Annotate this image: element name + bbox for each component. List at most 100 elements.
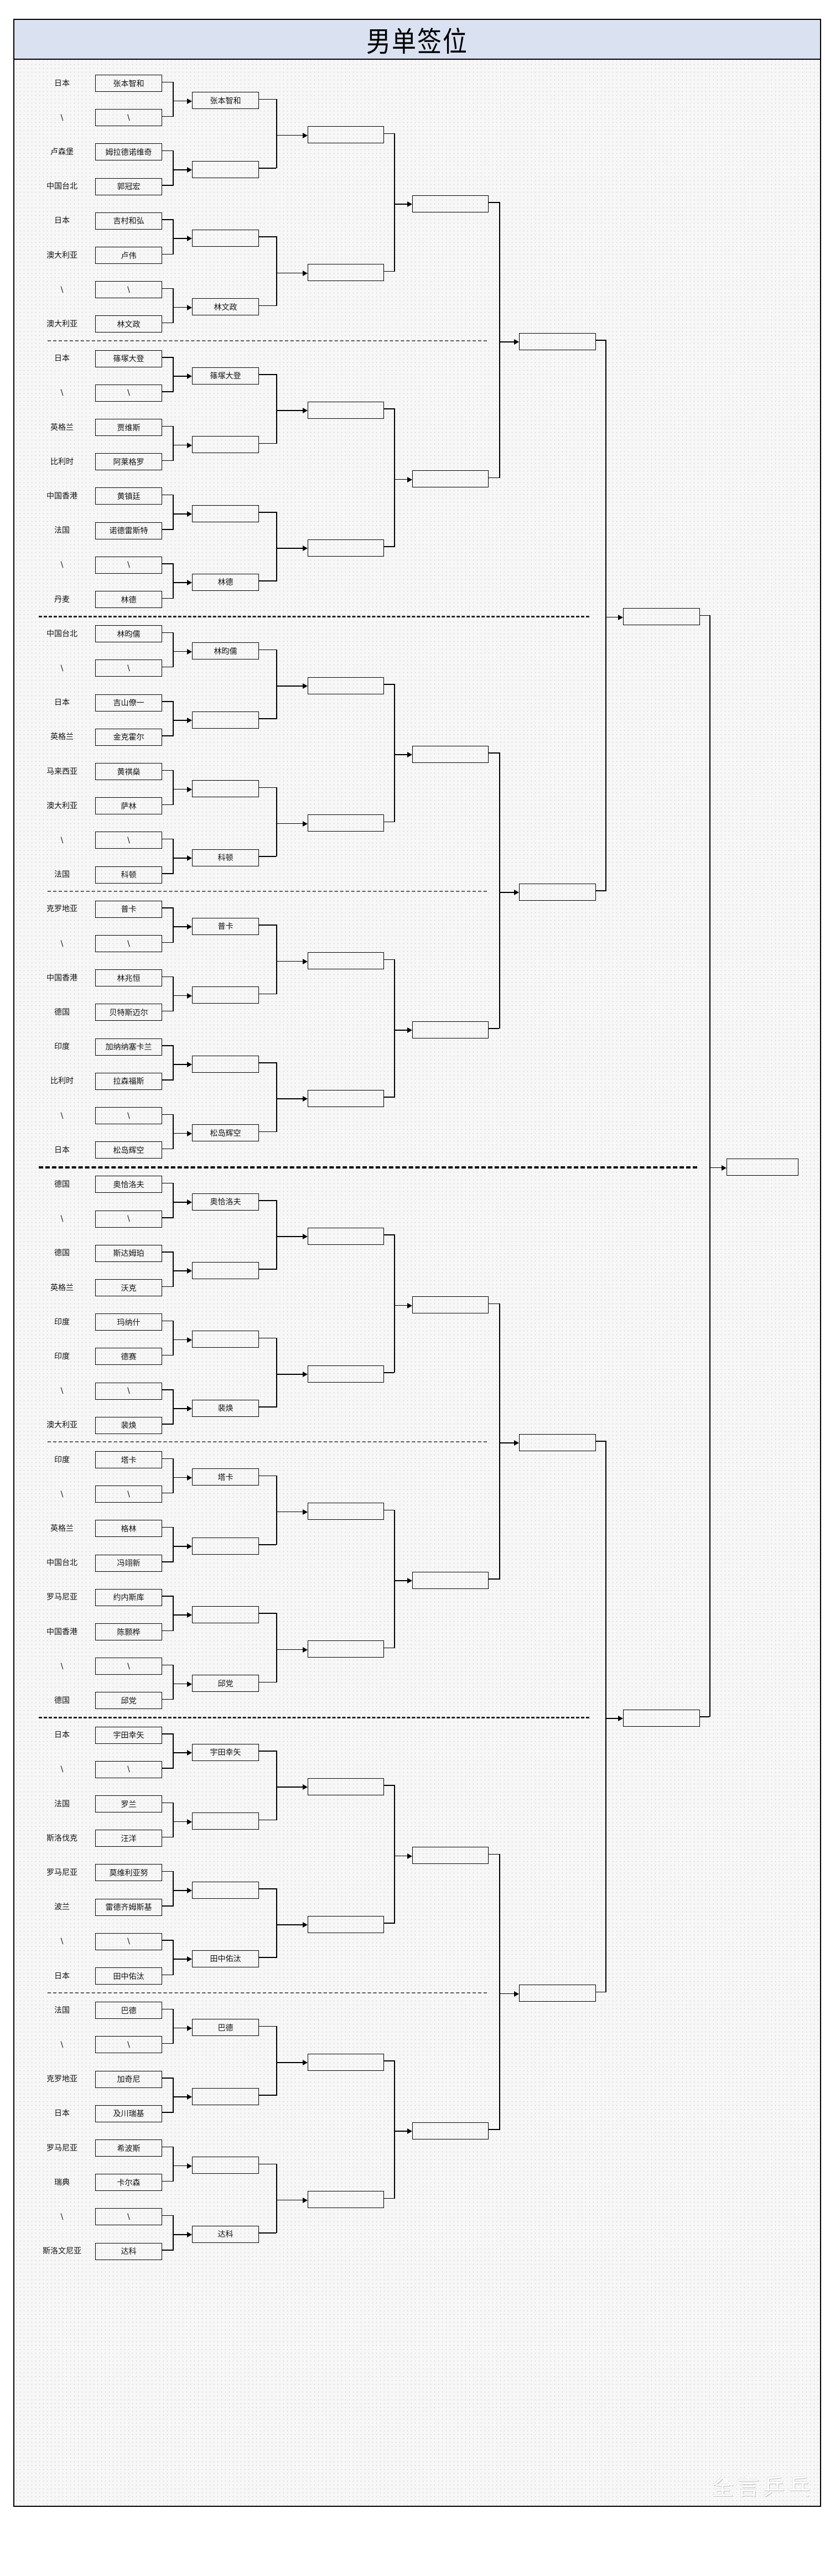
r1-slot[interactable]: 达科	[95, 2242, 162, 2260]
r2-slot[interactable]: 宇田幸矢	[192, 1743, 259, 1761]
r3-slot[interactable]	[308, 1503, 384, 1520]
r1-slot[interactable]: 约内斯库	[95, 1588, 162, 1606]
qf-slot[interactable]	[519, 1434, 596, 1451]
sf-slot[interactable]	[623, 608, 700, 626]
r2-slot[interactable]: 松岛辉空	[192, 1124, 259, 1142]
r1-slot[interactable]: 沃克	[95, 1279, 162, 1296]
r1-slot[interactable]: 卢伟	[95, 247, 162, 264]
qf-slot[interactable]	[519, 333, 596, 350]
r1-slot[interactable]: 林兆恒	[95, 969, 162, 987]
r2-slot[interactable]	[192, 229, 259, 247]
r3-slot[interactable]	[308, 1089, 384, 1107]
r2-slot[interactable]: 塔卡	[192, 1468, 259, 1486]
r1-slot[interactable]: 贝特斯迈尔	[95, 1004, 162, 1021]
r4-slot[interactable]	[412, 745, 489, 763]
r1-slot[interactable]: 吉村和弘	[95, 212, 162, 230]
r1-slot[interactable]: 莫维利亚努	[95, 1864, 162, 1882]
r2-slot[interactable]: 张本智和	[192, 92, 259, 110]
r1-slot[interactable]: 宇田幸矢	[95, 1726, 162, 1744]
r4-slot[interactable]	[412, 195, 489, 212]
r2-slot[interactable]	[192, 711, 259, 729]
r2-slot[interactable]: 巴德	[192, 2019, 259, 2037]
r1-slot[interactable]: 陈颢桦	[95, 1623, 162, 1640]
r1-slot[interactable]: \	[95, 832, 162, 849]
r1-slot[interactable]: 雷德齐姆斯基	[95, 1898, 162, 1916]
r1-slot[interactable]: 科顿	[95, 866, 162, 884]
r1-slot[interactable]: 林德	[95, 591, 162, 608]
r3-slot[interactable]	[308, 1915, 384, 1933]
r4-slot[interactable]	[412, 1847, 489, 1865]
r1-slot[interactable]: 及川瑞基	[95, 2105, 162, 2122]
r3-slot[interactable]	[308, 1365, 384, 1383]
r2-slot[interactable]	[192, 1606, 259, 1623]
r3-slot[interactable]	[308, 1778, 384, 1795]
r1-slot[interactable]: \	[95, 2036, 162, 2054]
r1-slot[interactable]: 篠塚大登	[95, 350, 162, 367]
r1-slot[interactable]: \	[95, 556, 162, 574]
r1-slot[interactable]: 郭冠宏	[95, 178, 162, 195]
r1-slot[interactable]: 黄祺燊	[95, 763, 162, 780]
sf-slot[interactable]	[623, 1709, 700, 1727]
r3-slot[interactable]	[308, 126, 384, 144]
r1-slot[interactable]: \	[95, 1382, 162, 1400]
r1-slot[interactable]: 格林	[95, 1520, 162, 1538]
r2-slot[interactable]: 林德	[192, 573, 259, 591]
r2-slot[interactable]	[192, 2157, 259, 2174]
r1-slot[interactable]: 黄镇廷	[95, 487, 162, 505]
r1-slot[interactable]: 罗兰	[95, 1795, 162, 1812]
r1-slot[interactable]: 汪洋	[95, 1830, 162, 1847]
r2-slot[interactable]: 达科	[192, 2225, 259, 2243]
r1-slot[interactable]: 斯达姆珀	[95, 1244, 162, 1262]
r3-slot[interactable]	[308, 2191, 384, 2209]
r2-slot[interactable]	[192, 1331, 259, 1348]
r2-slot[interactable]	[192, 505, 259, 522]
r1-slot[interactable]: 林文政	[95, 315, 162, 333]
r2-slot[interactable]: 奥恰洛夫	[192, 1193, 259, 1211]
r4-slot[interactable]	[412, 2122, 489, 2139]
r3-slot[interactable]	[308, 539, 384, 557]
r3-slot[interactable]	[308, 1640, 384, 1658]
r1-slot[interactable]: 贾维斯	[95, 419, 162, 436]
r1-slot[interactable]: \	[95, 1933, 162, 1950]
r1-slot[interactable]: \	[95, 1210, 162, 1228]
r1-slot[interactable]: 拉森福斯	[95, 1072, 162, 1090]
r1-slot[interactable]: 希波斯	[95, 2139, 162, 2157]
r1-slot[interactable]: 普卡	[95, 900, 162, 918]
r1-slot[interactable]: 德赛	[95, 1348, 162, 1365]
r1-slot[interactable]: 玛纳什	[95, 1313, 162, 1331]
r1-slot[interactable]: 松岛辉空	[95, 1141, 162, 1159]
r2-slot[interactable]: 林昀儒	[192, 642, 259, 660]
r1-slot[interactable]: 田中佑汰	[95, 1967, 162, 1985]
r1-slot[interactable]: 奥恰洛夫	[95, 1176, 162, 1193]
r1-slot[interactable]: \	[95, 2208, 162, 2226]
qf-slot[interactable]	[519, 883, 596, 901]
r3-slot[interactable]	[308, 677, 384, 694]
r2-slot[interactable]	[192, 1537, 259, 1555]
r2-slot[interactable]: 裴焕	[192, 1399, 259, 1417]
r3-slot[interactable]	[308, 1227, 384, 1245]
r1-slot[interactable]: 冯翊新	[95, 1554, 162, 1572]
r2-slot[interactable]	[192, 436, 259, 454]
r1-slot[interactable]: \	[95, 1107, 162, 1124]
r1-slot[interactable]: 萨林	[95, 797, 162, 815]
r1-slot[interactable]: \	[95, 659, 162, 677]
r1-slot[interactable]: 金克霍尔	[95, 728, 162, 746]
r4-slot[interactable]	[412, 470, 489, 488]
r1-slot[interactable]: 吉山僚一	[95, 694, 162, 711]
r3-slot[interactable]	[308, 401, 384, 419]
r2-slot[interactable]: 林文政	[192, 298, 259, 316]
r1-slot[interactable]: 张本智和	[95, 75, 162, 92]
r1-slot[interactable]: \	[95, 1658, 162, 1675]
r3-slot[interactable]	[308, 814, 384, 832]
r2-slot[interactable]: 田中佑汰	[192, 1950, 259, 1967]
r1-slot[interactable]: 姆拉德诺维奇	[95, 143, 162, 161]
r2-slot[interactable]	[192, 1812, 259, 1830]
r2-slot[interactable]: 科顿	[192, 849, 259, 866]
qf-slot[interactable]	[519, 1985, 596, 2002]
r1-slot[interactable]: 塔卡	[95, 1451, 162, 1468]
r1-slot[interactable]: 裴焕	[95, 1416, 162, 1434]
r1-slot[interactable]: 阿莱格罗	[95, 453, 162, 471]
final-slot[interactable]	[727, 1159, 798, 1176]
r1-slot[interactable]: 卡尔森	[95, 2174, 162, 2191]
r1-slot[interactable]: \	[95, 935, 162, 952]
